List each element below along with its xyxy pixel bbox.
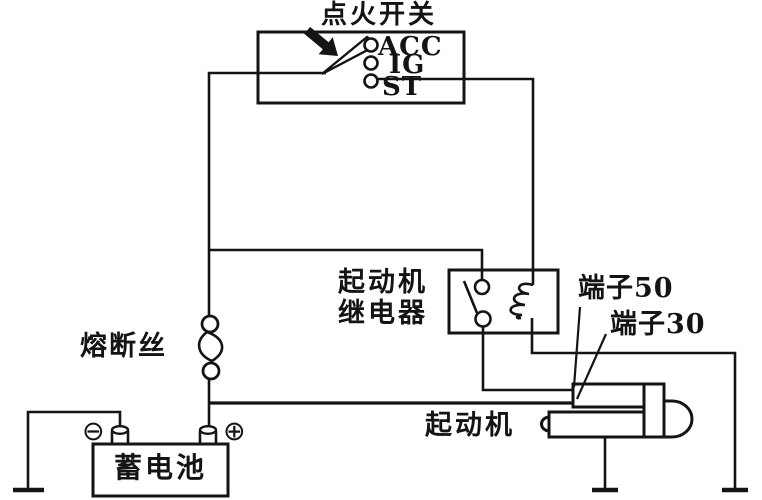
ignition-switch-label: 点火开关 [321,0,438,30]
fuse-symbol [197,314,224,381]
negative-terminal-icon: ⊖ [82,416,105,447]
starter-relay-box [447,268,560,335]
starter-relay-label: 起动机 继电器 [332,267,434,329]
battery-post-positive [198,425,218,444]
positive-terminal-icon: ⊕ [223,416,246,447]
terminal-50-leader [572,306,582,388]
relay-coil [509,282,534,320]
wire-battery-to-switch [207,71,326,430]
wire-relay-to-terminal-50 [481,326,573,392]
relay-contact-lower [474,310,492,328]
wire-battery-negative-to-ground [26,410,122,489]
starter-motor-shape [540,382,694,439]
terminal-30-label: 端子30 [610,309,706,340]
contact-acc [363,37,379,53]
ignition-switch-box [256,26,466,105]
starter-relay-label-line1: 起动机 [338,267,428,298]
fuse-label: 熔断丝 [80,331,167,362]
battery-post-negative [110,425,130,444]
wire-st-to-relay-coil [378,77,535,285]
starter-end-cap [664,399,694,439]
press-arrow-icon [304,26,338,56]
contact-st [363,73,379,89]
battery-label: 蓄电池 [113,451,207,484]
relay-blade [462,280,479,314]
relay-contact-upper [473,278,491,296]
starter-relay-label-line2: 继电器 [338,298,428,329]
position-label-ig: IG [389,50,426,80]
wire-coil-to-ground [530,318,737,489]
starter-motor-label: 起动机 [425,410,515,441]
terminal-50-label: 端子50 [578,273,674,304]
position-label-acc: ACC [378,32,443,62]
contact-ig [363,55,379,71]
battery-box [91,425,230,498]
terminal-30-leader [575,333,608,400]
position-label-st: ST [382,72,423,102]
starter-nose-nub [540,415,550,433]
